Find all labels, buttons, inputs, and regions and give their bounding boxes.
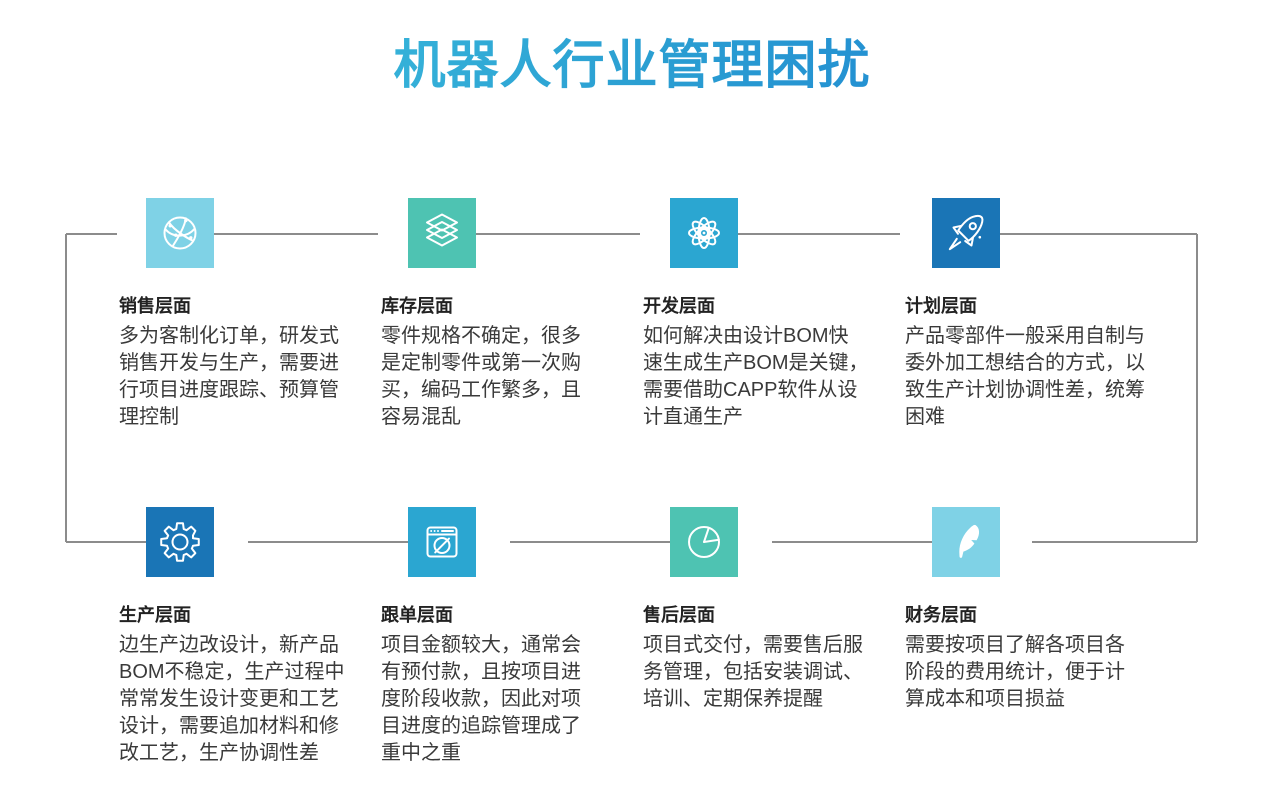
section-description: 零件规格不确定，很多 是定制零件或第一次购 买，编码工作繁多，且 容易混乱 [381, 325, 581, 428]
gear-icon [160, 522, 200, 562]
icon-tile [146, 198, 214, 268]
section-description: 项目金额较大，通常会 有预付款，且按项目进 度阶段收款，因此对项 目进度的追踪管… [381, 634, 581, 764]
section-card-order-tracking: 跟单层面 项目金额较大，通常会 有预付款，且按项目进 度阶段收款，因此对项 目进… [381, 507, 649, 767]
section-description: 如何解决由设计BOM快 速生成生产BOM是关键， 需要借助CAPP软件从设 计直… [643, 325, 869, 428]
section-card-after-sales: 售后层面 项目式交付，需要售后服 务管理，包括安装调试、 培训、定期保养提醒 [643, 507, 911, 713]
section-description: 需要按项目了解各项目各 阶段的费用统计，便于计 算成本和项目损益 [905, 634, 1125, 710]
icon-tile [932, 507, 1000, 577]
section-title: 销售层面 [119, 296, 191, 316]
pie-chart-icon [688, 526, 720, 558]
section-description: 多为客制化订单，研发式 销售开发与生产，需要进 行项目进度跟踪、预算管 理控制 [119, 325, 339, 428]
section-card-planning: 计划层面 产品零部件一般采用自制与 委外加工想结合的方式，以 致生产计划协调性差… [905, 198, 1173, 431]
section-card-production: 生产层面 边生产边改设计，新产品 BOM不稳定，生产过程中 常常发生设计变更和工… [119, 507, 387, 767]
section-title: 计划层面 [905, 296, 977, 316]
section-title: 跟单层面 [381, 605, 453, 625]
browser-compass-icon [426, 526, 458, 558]
section-card-inventory: 库存层面 零件规格不确定，很多 是定制零件或第一次购 买，编码工作繁多，且 容易… [381, 198, 649, 431]
section-description: 产品零部件一般采用自制与 委外加工想结合的方式，以 致生产计划协调性差，统筹 困… [905, 325, 1145, 428]
icon-tile [408, 198, 476, 268]
icon-tile [408, 507, 476, 577]
section-card-development: 开发层面 如何解决由设计BOM快 速生成生产BOM是关键， 需要借助CAPP软件… [643, 198, 911, 431]
section-title: 开发层面 [643, 296, 715, 316]
icon-tile [670, 198, 738, 268]
icon-tile [146, 507, 214, 577]
section-title: 财务层面 [905, 605, 977, 625]
section-card-sales: 销售层面 多为客制化订单，研发式 销售开发与生产，需要进 行项目进度跟踪、预算管… [119, 198, 387, 431]
section-description: 边生产边改设计，新产品 BOM不稳定，生产过程中 常常发生设计变更和工艺 设计，… [119, 634, 345, 764]
section-title: 库存层面 [381, 296, 453, 316]
bracket-line-path [65, 233, 1198, 543]
atom-icon [688, 217, 720, 249]
icon-tile [932, 198, 1000, 268]
globe-network-icon [163, 216, 197, 250]
section-description: 项目式交付，需要售后服 务管理，包括安装调试、 培训、定期保养提醒 [643, 634, 863, 710]
page-title: 机器人行业管理困扰 [0, 34, 1264, 98]
section-title: 生产层面 [119, 605, 191, 625]
section-title: 售后层面 [643, 605, 715, 625]
icon-tile [670, 507, 738, 577]
section-card-finance: 财务层面 需要按项目了解各项目各 阶段的费用统计，便于计 算成本和项目损益 [905, 507, 1173, 713]
layers-icon [426, 213, 458, 247]
feather-icon [959, 524, 980, 558]
rocket-icon [948, 214, 984, 251]
